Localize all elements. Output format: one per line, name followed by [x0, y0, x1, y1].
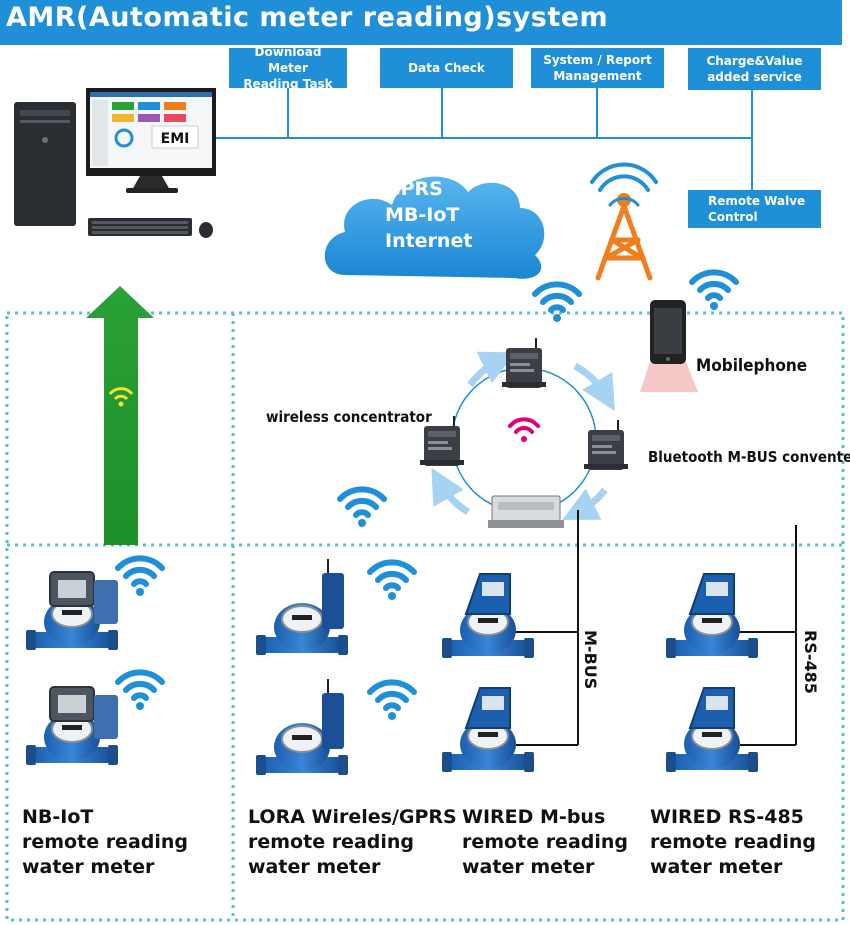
meter-group-mbus-label: WIRED M-bus remote reading water meter — [462, 806, 629, 878]
wifi-icon — [118, 558, 162, 596]
page-title: AMR(Automatic meter reading)system — [6, 2, 609, 33]
upload-arrow — [86, 286, 154, 545]
meter-group-rs485-label: WIRED RS-485 remote reading water meter — [650, 806, 817, 878]
water-meter — [256, 559, 348, 655]
feature-download-meter-reading-task: Download Meter Reading Task — [229, 45, 347, 91]
desktop-computer: EMI — [14, 88, 216, 238]
cloud-label: GPRS MB-IoT Internet — [385, 178, 473, 252]
wifi-icon — [118, 672, 162, 710]
water-meter — [666, 687, 758, 772]
concentrator-device — [583, 419, 629, 471]
meter-group-nbiot-label: NB-IoT remote reading water meter — [22, 806, 189, 878]
bluetooth-converter-label: Bluetooth M-BUS conventer — [648, 448, 850, 466]
mbus-label: M-BUS — [581, 630, 600, 690]
water-meters — [26, 559, 758, 775]
meter-group-lora-label: LORA Wireles/GPRS remote reading water m… — [248, 806, 457, 878]
mobilephone-label: Mobilephone — [696, 356, 808, 376]
rs485-label: RS-485 — [801, 630, 820, 694]
title-bar: AMR(Automatic meter reading)system — [0, 0, 842, 45]
wifi-icon — [370, 562, 414, 600]
water-meter — [442, 573, 534, 658]
screen-logo: EMI — [161, 131, 190, 147]
concentrator-device — [501, 337, 547, 389]
wifi-icon — [370, 682, 414, 720]
wireless-concentrator-label: wireless concentrator — [266, 408, 432, 426]
water-meter — [666, 573, 758, 658]
region-borders — [5, 311, 845, 922]
network-lines — [215, 88, 753, 190]
water-meter — [26, 571, 118, 650]
feature-data-check: Data Check — [380, 48, 513, 88]
mbus-converter-device — [488, 495, 564, 528]
wifi-icon — [340, 489, 384, 527]
wifi-icon — [535, 284, 579, 322]
water-meter — [442, 687, 534, 772]
cell-tower — [590, 162, 658, 281]
wifi-icon — [692, 272, 736, 310]
mobile-phone — [640, 300, 698, 392]
water-meter — [256, 679, 348, 775]
cloud-shape — [324, 176, 545, 279]
feature-system-report-management: System / Report Management — [531, 48, 664, 88]
water-meter — [26, 686, 118, 765]
feature-remote-valve-control: Remote Walve Control — [688, 190, 821, 228]
wired-bus-lines — [512, 510, 797, 746]
feature-charge-value-added-service: Charge&Value added service — [688, 48, 821, 90]
